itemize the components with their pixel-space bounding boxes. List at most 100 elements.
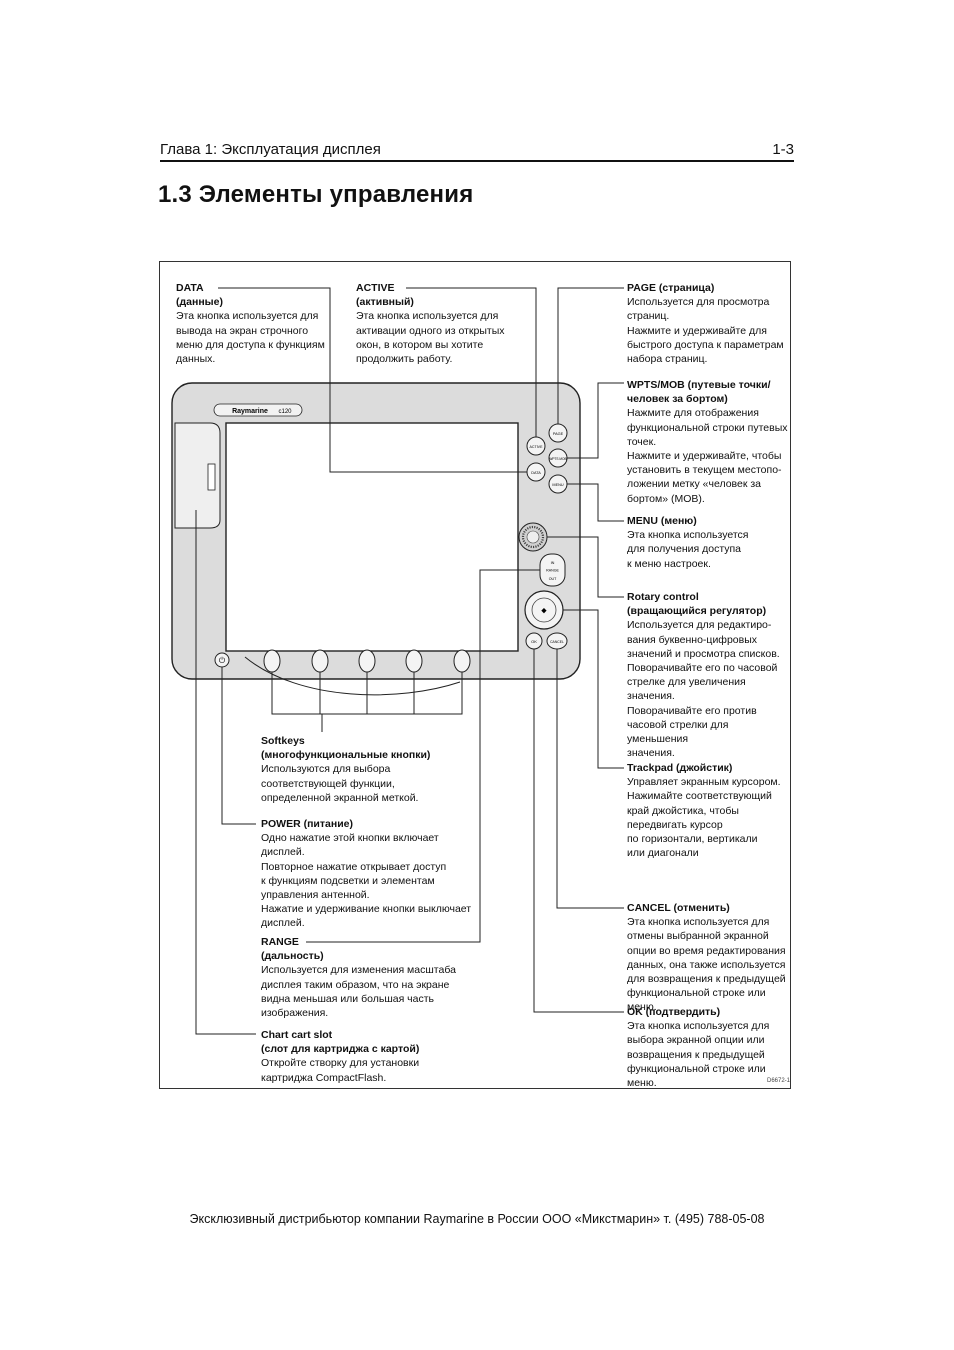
callout-ok: OK (подтвердить) Эта кнопка используется…	[627, 1005, 792, 1090]
callout-data: DATA (данные) Эта кнопка используется дл…	[176, 281, 346, 366]
softkey-1[interactable]	[263, 649, 281, 673]
callout-cancel-subtitle: (отменить)	[673, 902, 730, 914]
ok-button-label: OK	[531, 639, 537, 644]
device-diagram: Raymarine c120 ACTIVE PAGE DATA WPTS MOB…	[171, 287, 624, 1035]
leader-page	[557, 287, 624, 424]
callout-wpts-body: Нажмите для отображения функциональной с…	[627, 407, 788, 505]
brand-plate	[213, 403, 303, 417]
chart-slot-latch	[207, 463, 216, 491]
callout-trackpad-subtitle: (джойстик)	[676, 762, 733, 774]
callout-chartslot-title: Chart cart slot	[261, 1029, 333, 1041]
leader-cancel	[556, 649, 624, 909]
callout-chartslot-subtitle: (слот для картриджа с картой)	[261, 1043, 420, 1056]
callout-menu-body: Эта кнопка используется для получения до…	[627, 529, 749, 570]
callout-range-title: RANGE	[261, 936, 299, 948]
range-label: RANGE	[546, 569, 559, 573]
callout-power-title: POWER	[261, 818, 301, 830]
callout-page-body: Используется для просмотра страниц. Нажм…	[627, 296, 784, 366]
callout-softkeys-subtitle: (многофункциональные кнопки)	[261, 749, 431, 762]
callout-active-subtitle: (активный)	[356, 296, 414, 309]
page-number: 1-3	[772, 141, 794, 158]
leader-wpts	[567, 382, 624, 459]
callout-ok-title: OK	[627, 1006, 643, 1018]
range-out-label: OUT	[549, 577, 557, 581]
callout-menu: MENU (меню) Эта кнопка используется для …	[627, 514, 792, 571]
leader-active	[406, 287, 537, 437]
callout-range-subtitle: (дальность)	[261, 950, 324, 963]
softkey-3[interactable]	[358, 649, 376, 673]
data-button-label: DATA	[531, 471, 541, 475]
softkey-2[interactable]	[311, 649, 329, 673]
header-rule	[160, 160, 794, 162]
callout-power-body: Одно нажатие этой кнопки включает диспле…	[261, 832, 472, 930]
callout-power-subtitle: (питание)	[303, 818, 354, 830]
display-screen	[225, 422, 519, 652]
callout-page-title: PAGE	[627, 282, 656, 294]
callout-page-subtitle: (страница)	[658, 282, 715, 294]
active-button-label: ACTIVE	[530, 445, 544, 449]
leader-chartslot	[195, 510, 256, 1035]
cancel-button-label: CANCEL	[550, 640, 564, 644]
footer-distributor: Эксклюзивный дистрибьютор компании Rayma…	[189, 1212, 765, 1226]
softkey-4[interactable]	[405, 649, 423, 673]
callout-menu-subtitle: (меню)	[660, 515, 697, 527]
leader-trackpad	[563, 609, 624, 769]
callout-rotary: Rotary control (вращающийся регулятор) И…	[627, 590, 792, 760]
page-button-label: PAGE	[553, 432, 564, 436]
callout-data-subtitle: (данные)	[176, 296, 223, 309]
wpts-mob-button-label: WPTS MOB	[549, 457, 566, 461]
callout-ok-subtitle: (подтвердить)	[645, 1006, 721, 1018]
callout-softkeys-body: Используются для выбора соответствующей …	[261, 763, 419, 804]
leader-rotary	[547, 536, 624, 598]
callout-trackpad: Trackpad (джойстик) Управляет экранным к…	[627, 761, 792, 860]
range-in-label: IN	[551, 561, 555, 565]
leader-range	[306, 569, 540, 943]
callout-chartslot-body: Откройте створку для установки картриджа…	[261, 1057, 420, 1084]
leader-power	[221, 667, 256, 825]
callout-trackpad-title: Trackpad	[627, 762, 674, 774]
rotary-knurl	[521, 525, 545, 549]
callout-wpts: WPTS/MOB (путевые точки/ человек за борт…	[627, 378, 792, 506]
chart-slot-door	[174, 422, 221, 529]
callout-range: RANGE (дальность) Используется для измен…	[261, 935, 481, 1020]
bezel-bottom-bulge	[244, 656, 461, 696]
callout-active-body: Эта кнопка используется для активации од…	[356, 310, 505, 366]
leader-ok	[533, 649, 624, 1013]
chapter-header: Глава 1: Эксплуатация дисплея	[160, 141, 381, 158]
callout-data-title: DATA	[176, 282, 204, 294]
leader-lines	[195, 287, 624, 1035]
callout-active: ACTIVE (активный) Эта кнопка используетс…	[356, 281, 526, 366]
callout-active-title: ACTIVE	[356, 282, 395, 294]
trackpad-inner	[531, 597, 557, 623]
figure-code: D6672-1	[767, 1078, 791, 1084]
section-title: 1.3 Элементы управления	[158, 181, 474, 208]
callout-wpts-subtitle: (путевые точки/ человек за бортом)	[627, 379, 771, 406]
callout-rotary-body: Используется для редактиро- вания буквен…	[627, 619, 780, 760]
trackpad-arrows-icon: ◆	[541, 607, 547, 615]
callout-trackpad-body: Управляет экранным курсором. Нажимайте с…	[627, 776, 781, 860]
callout-softkeys-title: Softkeys	[261, 735, 305, 747]
leader-softkeys	[271, 672, 463, 732]
callout-rotary-title: Rotary control	[627, 591, 699, 603]
menu-button-label: MENU	[552, 483, 563, 487]
callout-wpts-title: WPTS/MOB	[627, 379, 685, 391]
callout-cancel-title: CANCEL	[627, 902, 671, 914]
model-label: c120	[278, 409, 292, 415]
brand-label: Raymarine	[232, 408, 268, 415]
callout-ok-body: Эта кнопка используется для выбора экран…	[627, 1020, 770, 1090]
callout-rotary-subtitle: (вращающийся регулятор)	[627, 605, 767, 618]
rotary-center	[526, 530, 540, 544]
callout-power: POWER (питание) Одно нажатие этой кнопки…	[261, 817, 481, 931]
callout-range-body: Используется для изменения масштаба дисп…	[261, 964, 456, 1020]
controls-figure: Raymarine c120 ACTIVE PAGE DATA WPTS MOB…	[159, 261, 791, 1089]
callout-menu-title: MENU	[627, 515, 658, 527]
callout-softkeys: Softkeys (многофункциональные кнопки) Ис…	[261, 734, 481, 805]
callout-cancel-body: Эта кнопка используется для отмены выбра…	[627, 916, 786, 1014]
power-icon: ⏻	[219, 656, 226, 665]
callout-chartslot: Chart cart slot (слот для картриджа с ка…	[261, 1028, 481, 1085]
leader-menu	[567, 483, 624, 522]
softkey-5[interactable]	[453, 649, 471, 673]
leader-data	[218, 287, 527, 473]
callout-cancel: CANCEL (отменить) Эта кнопка используетс…	[627, 901, 792, 1015]
callout-data-body: Эта кнопка используется для вывода на эк…	[176, 310, 325, 366]
